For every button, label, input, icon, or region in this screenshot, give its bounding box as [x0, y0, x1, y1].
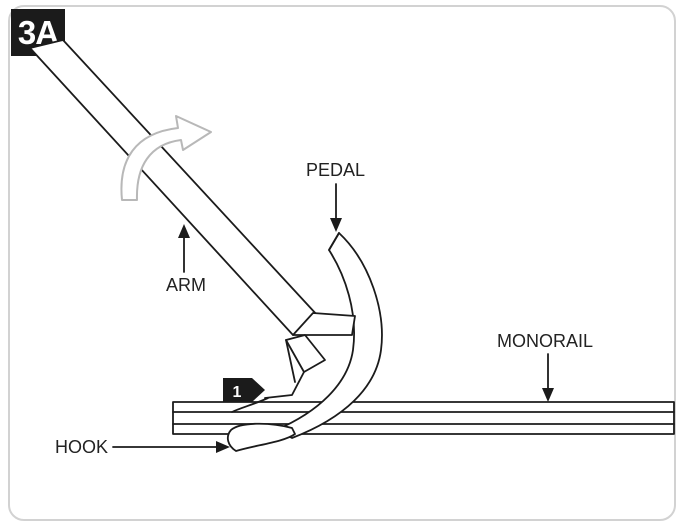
arm-label: ARM	[166, 275, 206, 295]
hook-pointer	[112, 441, 230, 453]
callout-number: 1	[233, 384, 242, 401]
monorail-label: MONORAIL	[497, 331, 594, 351]
monorail-pointer	[542, 353, 554, 402]
pedal-label: PEDAL	[306, 160, 366, 180]
hook	[226, 397, 296, 452]
hook-label: HOOK	[55, 437, 109, 457]
callout-pointer-icon	[223, 378, 265, 402]
arm-collar	[264, 312, 356, 399]
curved-arrow-icon	[120, 115, 212, 201]
pedal-pointer	[330, 183, 342, 232]
arm-pointer	[178, 224, 190, 273]
